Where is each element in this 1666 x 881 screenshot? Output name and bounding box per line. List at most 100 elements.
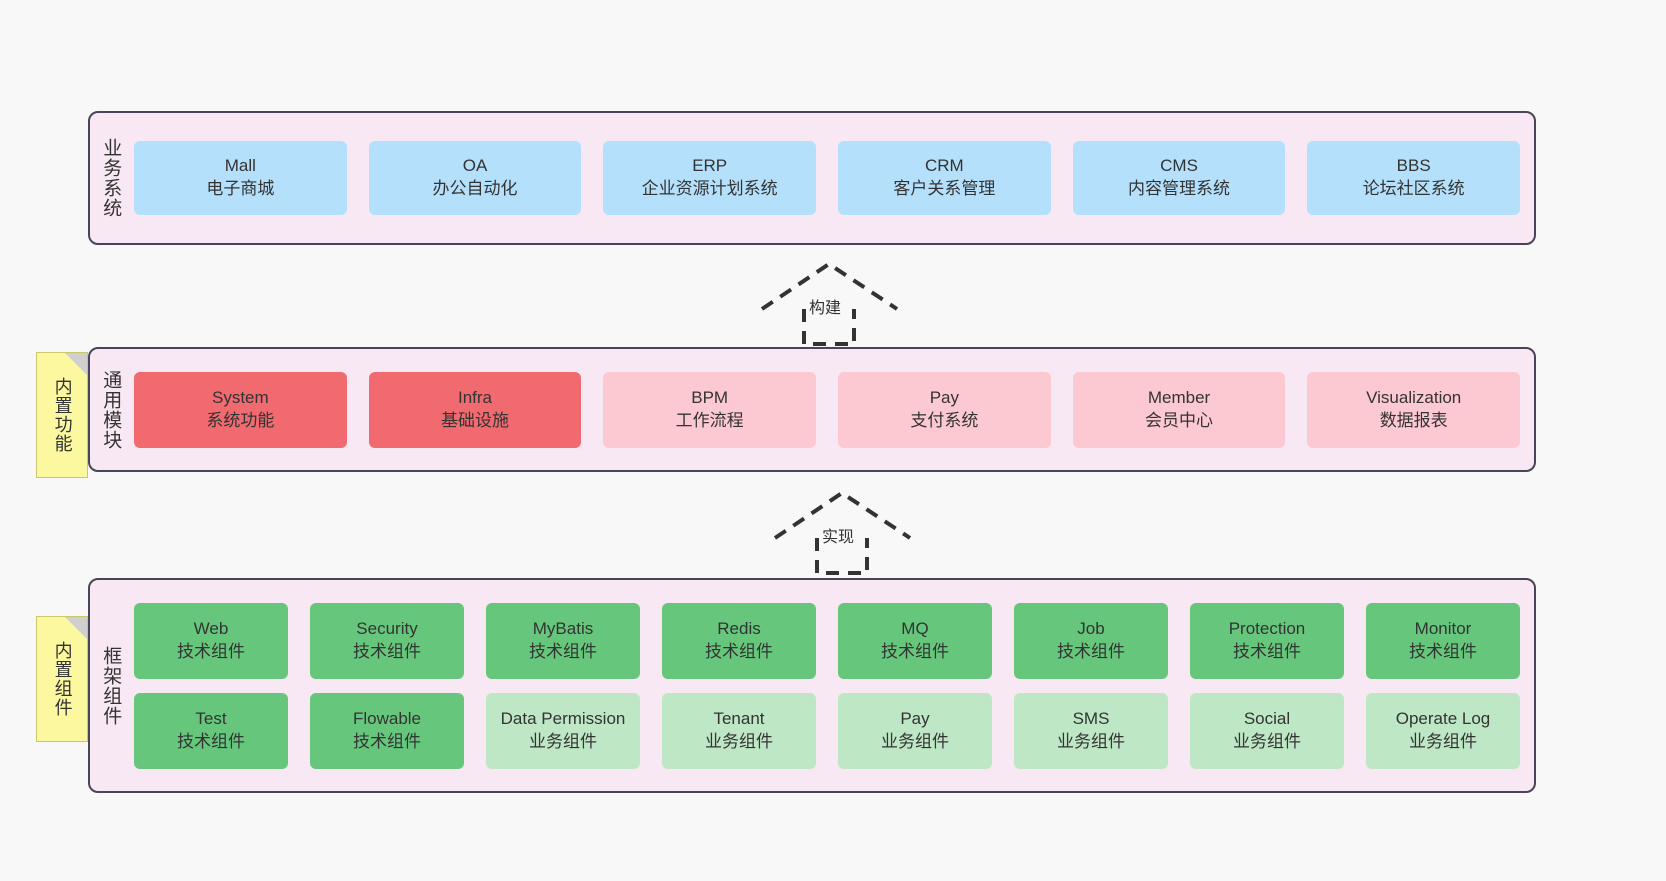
component-title: Security (356, 618, 418, 638)
connector-implement-arrow: 实现 (770, 487, 915, 575)
module-title: CRM (924, 156, 964, 176)
connector-label-implement: 实现 (820, 523, 857, 547)
component-title: Operate Log (1395, 708, 1491, 728)
module-title: ERP (692, 156, 728, 176)
component-card-mq[interactable]: MQ 技术组件 (838, 602, 992, 679)
component-card-monitor[interactable]: Monitor 技术组件 (1366, 602, 1520, 679)
component-subtitle: 业务组件 (529, 731, 597, 751)
layer-title-common: 通用模块 (100, 369, 122, 450)
arrow-head-shape (773, 490, 912, 540)
module-subtitle: 电子商城 (206, 179, 275, 198)
module-subtitle: 会员中心 (1145, 410, 1214, 430)
module-card-infra[interactable]: Infra 基础设施 (368, 371, 582, 448)
component-subtitle: 技术组件 (881, 641, 949, 661)
note-builtin-function: 内置功能 (36, 352, 88, 478)
module-title: Visualization (1366, 387, 1462, 407)
layer-business-system: 业务系统 Mall 电子商城 OA 办公自动化 ERP 企业资源计划系统 CRM… (88, 111, 1536, 245)
module-subtitle: 系统功能 (206, 410, 275, 430)
module-subtitle: 支付系统 (910, 410, 979, 430)
component-title: Monitor (1414, 618, 1472, 638)
module-card-oa[interactable]: OA 办公自动化 (368, 141, 582, 215)
module-title: Pay (929, 387, 959, 407)
note-builtin-component: 内置组件 (36, 616, 88, 742)
layer-body-framework: Web 技术组件 Security 技术组件 MyBatis 技术组件 Redi… (130, 580, 1534, 791)
component-card-tenant[interactable]: Tenant 业务组件 (662, 692, 816, 769)
layer-framework-component: 框架组件 Web 技术组件 Security 技术组件 MyBatis 技术组件… (88, 578, 1536, 793)
component-card-mybatis[interactable]: MyBatis 技术组件 (486, 602, 640, 679)
note-label: 内置功能 (52, 377, 73, 453)
layer-title-framework: 框架组件 (100, 645, 122, 726)
module-card-member[interactable]: Member 会员中心 (1072, 371, 1286, 448)
module-card-pay[interactable]: Pay 支付系统 (838, 371, 1051, 448)
component-card-job[interactable]: Job 技术组件 (1014, 602, 1168, 679)
component-subtitle: 技术组件 (529, 641, 597, 661)
layer-row: Mall 电子商城 OA 办公自动化 ERP 企业资源计划系统 CRM 客户关系… (134, 141, 1521, 215)
component-subtitle: 业务组件 (881, 731, 949, 751)
component-title: SMS (1072, 708, 1110, 728)
module-card-erp[interactable]: ERP 企业资源计划系统 (603, 141, 817, 215)
component-subtitle: 技术组件 (1057, 641, 1125, 661)
component-title: Tenant (713, 708, 765, 728)
module-card-system[interactable]: System 系统功能 (134, 371, 347, 448)
module-card-cms[interactable]: CMS 内容管理系统 (1072, 141, 1286, 215)
layer-body-common: System 系统功能 Infra 基础设施 BPM 工作流程 Pay 支付系统… (130, 349, 1534, 470)
module-card-bbs[interactable]: BBS 论坛社区系统 (1307, 141, 1521, 215)
component-title: Web (193, 618, 229, 638)
module-title: BBS (1396, 156, 1431, 176)
component-title: Flowable (352, 708, 422, 728)
module-title: System (211, 387, 269, 407)
module-title: Infra (457, 387, 493, 407)
module-title: BPM (691, 387, 729, 407)
component-card-pay[interactable]: Pay 业务组件 (838, 692, 992, 769)
layer-common-module: 通用模块 System 系统功能 Infra 基础设施 BPM 工作流程 Pay… (88, 347, 1536, 472)
module-card-visualization[interactable]: Visualization 数据报表 (1307, 371, 1521, 448)
component-title: MQ (901, 618, 929, 638)
component-card-operate-log[interactable]: Operate Log 业务组件 (1366, 692, 1520, 769)
module-subtitle: 工作流程 (675, 410, 744, 430)
component-subtitle: 业务组件 (1409, 731, 1477, 751)
module-title: Mall (224, 156, 256, 176)
component-title: MyBatis (532, 618, 594, 638)
component-card-redis[interactable]: Redis 技术组件 (662, 602, 816, 679)
component-card-data-permission[interactable]: Data Permission 业务组件 (486, 692, 640, 769)
module-subtitle: 办公自动化 (432, 179, 518, 198)
module-subtitle: 企业资源计划系统 (641, 179, 778, 198)
component-title: Protection (1228, 618, 1306, 638)
component-title: Data Permission (500, 708, 626, 728)
layer-row: Test 技术组件 Flowable 技术组件 Data Permission … (134, 692, 1520, 769)
component-subtitle: 技术组件 (705, 641, 773, 661)
note-fold-icon (65, 353, 87, 375)
layer-row: System 系统功能 Infra 基础设施 BPM 工作流程 Pay 支付系统… (134, 371, 1521, 448)
component-card-test[interactable]: Test 技术组件 (134, 692, 288, 769)
component-subtitle: 技术组件 (177, 641, 245, 661)
component-title: Job (1077, 618, 1105, 638)
note-label: 内置组件 (52, 641, 73, 717)
component-card-protection[interactable]: Protection 技术组件 (1190, 602, 1344, 679)
layer-row: Web 技术组件 Security 技术组件 MyBatis 技术组件 Redi… (134, 602, 1520, 679)
module-subtitle: 内容管理系统 (1128, 179, 1231, 198)
component-title: Social (1243, 708, 1291, 728)
layer-title-business: 业务系统 (100, 138, 122, 218)
component-subtitle: 业务组件 (1057, 731, 1125, 751)
component-title: Redis (717, 618, 761, 638)
connector-build-arrow: 构建 (757, 258, 902, 346)
module-subtitle: 数据报表 (1379, 410, 1448, 430)
arrow-head-shape (760, 261, 899, 311)
component-card-flowable[interactable]: Flowable 技术组件 (310, 692, 464, 769)
module-card-mall[interactable]: Mall 电子商城 (134, 141, 347, 215)
component-card-security[interactable]: Security 技术组件 (310, 602, 464, 679)
module-card-bpm[interactable]: BPM 工作流程 (603, 371, 817, 448)
module-subtitle: 论坛社区系统 (1362, 179, 1465, 198)
component-subtitle: 技术组件 (1233, 641, 1301, 661)
component-card-web[interactable]: Web 技术组件 (134, 602, 288, 679)
module-subtitle: 客户关系管理 (893, 179, 996, 198)
module-card-crm[interactable]: CRM 客户关系管理 (838, 141, 1051, 215)
module-title: Member (1147, 387, 1211, 407)
module-title: CMS (1160, 156, 1198, 176)
component-subtitle: 业务组件 (1233, 731, 1301, 751)
component-title: Pay (900, 708, 930, 728)
component-card-social[interactable]: Social 业务组件 (1190, 692, 1344, 769)
component-title: Test (195, 708, 227, 728)
component-card-sms[interactable]: SMS 业务组件 (1014, 692, 1168, 769)
